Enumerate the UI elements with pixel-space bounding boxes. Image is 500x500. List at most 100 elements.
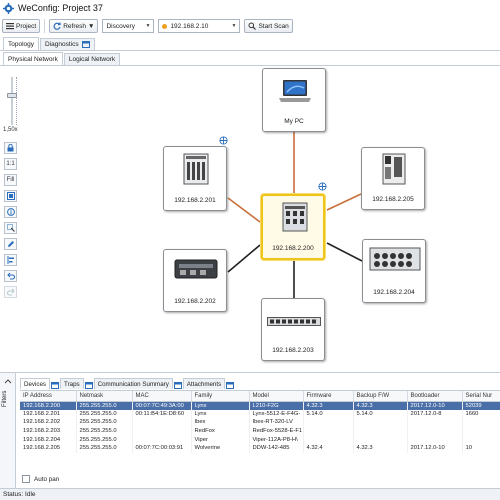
tab-traps-label: Traps: [64, 380, 80, 388]
lock-button[interactable]: [4, 142, 17, 154]
discovery-label: Discovery: [106, 22, 135, 30]
crosshair-badge-icon[interactable]: [318, 182, 327, 191]
tab-communication-summary-label: Communication Summary: [97, 380, 169, 388]
auto-pan-checkbox[interactable]: [22, 475, 30, 483]
bottom-panel: Filters Devices Traps Communication Summ…: [0, 372, 500, 489]
device-node-201[interactable]: 192.168.2.201: [163, 146, 227, 211]
auto-pan-label: Auto pan: [34, 475, 60, 483]
undo-button[interactable]: [4, 270, 17, 282]
table-cell: 10: [462, 443, 500, 453]
table-cell: 4.32.4: [303, 443, 354, 453]
table-cell: 255.255.255.0: [76, 418, 133, 427]
table-cell: 192.168.2.204: [20, 435, 77, 444]
tab-logical-network[interactable]: Logical Network: [63, 53, 121, 65]
device-node-205[interactable]: 192.168.2.205: [361, 147, 425, 210]
undock-icon[interactable]: [81, 41, 90, 48]
zoom-slider-track[interactable]: [11, 77, 13, 125]
project-label: Project: [16, 22, 37, 30]
menu-icon: [6, 23, 14, 30]
undock-icon[interactable]: [173, 382, 182, 389]
refresh-button[interactable]: Refresh ▼: [49, 19, 99, 33]
tab-diagnostics[interactable]: Diagnostics: [40, 38, 95, 50]
table-cell: [132, 418, 192, 427]
refresh-icon: [53, 22, 61, 30]
link-200-205[interactable]: [326, 193, 362, 211]
undock-icon[interactable]: [226, 382, 235, 389]
column-header[interactable]: Backup F/W: [353, 391, 408, 402]
tab-attachments-label: Attachments: [186, 380, 222, 388]
tab-devices[interactable]: Devices: [20, 378, 51, 389]
column-header[interactable]: Firmware: [303, 391, 354, 402]
switch-device-icon: [174, 259, 218, 279]
link-200-204[interactable]: [326, 242, 363, 262]
fill-button[interactable]: Fill: [4, 174, 17, 186]
device-node-202[interactable]: 192.168.2.202: [163, 249, 227, 312]
layout-button[interactable]: [4, 190, 17, 202]
zoom-slider-thumb[interactable]: [7, 93, 17, 98]
topology-canvas[interactable]: 1,50x 1:1 Fill M: [0, 67, 500, 370]
column-header[interactable]: Model: [249, 391, 304, 402]
layout-icon: [6, 192, 15, 200]
table-cell: Viper: [191, 435, 250, 444]
table-cell: 192.168.2.200: [20, 401, 77, 410]
device-node-200[interactable]: 192.168.2.200: [261, 194, 325, 260]
device-node-mypc[interactable]: My PC: [262, 68, 326, 132]
table-cell: 00:11:B4:1E:D8:60: [132, 409, 192, 419]
tab-devices-label: Devices: [24, 380, 47, 388]
align-button[interactable]: [4, 254, 17, 266]
column-header[interactable]: MAC: [132, 391, 192, 402]
app-gear-icon: [3, 2, 14, 14]
tab-communication-summary[interactable]: Communication Summary: [93, 378, 173, 389]
auto-pan-option[interactable]: Auto pan: [22, 475, 59, 483]
tab-attachments[interactable]: Attachments: [182, 378, 226, 389]
column-header[interactable]: Family: [191, 391, 250, 402]
undock-icon[interactable]: [84, 382, 93, 389]
table-cell: 255.255.255.0: [76, 409, 133, 419]
link-200-202[interactable]: [227, 244, 261, 273]
crosshair-badge-icon[interactable]: [219, 136, 228, 145]
table-cell: [303, 435, 354, 444]
start-scan-button[interactable]: Start Scan: [244, 19, 293, 33]
tab-topology[interactable]: Topology: [3, 37, 40, 50]
filters-sidebar[interactable]: Filters: [0, 373, 16, 489]
table-cell: [132, 426, 192, 436]
column-header[interactable]: Bootloader: [407, 391, 463, 402]
device-node-203[interactable]: 192.168.2.203: [261, 298, 325, 361]
zoom-level: 1,50x: [3, 127, 18, 133]
tab-physical-network[interactable]: Physical Network: [3, 52, 63, 65]
column-header[interactable]: Netmask: [76, 391, 133, 402]
column-header[interactable]: Serial Nur: [462, 391, 500, 402]
window-title: WeConfig: Project 37: [18, 3, 103, 13]
redo-button[interactable]: [4, 286, 17, 298]
table-cell: RedFox-5528-E-F1: [249, 426, 304, 436]
discovery-dropdown[interactable]: Discovery ▼: [102, 19, 155, 33]
device-node-204[interactable]: 192.168.2.204: [362, 239, 426, 303]
table-cell: [132, 435, 192, 444]
table-cell: 255.255.255.0: [76, 435, 133, 444]
info-button[interactable]: [4, 206, 17, 218]
table-cell: [407, 418, 463, 427]
ip-address-dropdown[interactable]: 192.168.2.10 ▼: [158, 19, 241, 33]
table-cell: [353, 435, 408, 444]
project-button[interactable]: Project: [2, 19, 41, 33]
node-label: 192.168.2.205: [372, 196, 414, 203]
topology-links: [227, 131, 363, 299]
switch-device-icon: [369, 247, 421, 271]
column-header[interactable]: IP Address: [20, 391, 77, 402]
chevron-up-icon[interactable]: [4, 378, 12, 384]
undock-icon[interactable]: [51, 382, 60, 389]
tab-traps[interactable]: Traps: [60, 378, 84, 389]
select-button[interactable]: [4, 222, 17, 234]
link-200-201[interactable]: [227, 197, 261, 223]
switch-device-icon: [183, 153, 209, 185]
table-cell: 192.168.2.205: [20, 443, 77, 453]
edit-button[interactable]: [4, 238, 17, 250]
one-to-one-button[interactable]: 1:1: [4, 158, 17, 170]
table-cell: 192.168.2.202: [20, 418, 77, 427]
